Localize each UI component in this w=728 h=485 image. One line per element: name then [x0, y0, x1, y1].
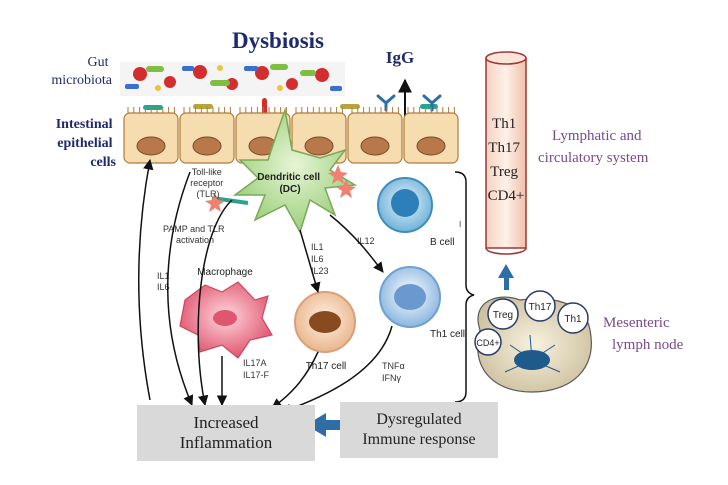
- svg-text:CD4+: CD4+: [476, 338, 499, 348]
- inflammation-line-2: Inflammation: [179, 433, 273, 452]
- svg-text:Th1 cell: Th1 cell: [430, 329, 465, 340]
- epithelial-cells: [123, 107, 459, 164]
- lymphatic-system-label: Lymphatic and circulatory system: [538, 128, 649, 166]
- th1-cell: Th1 cell: [379, 266, 465, 340]
- svg-text:Treg: Treg: [493, 310, 513, 321]
- svg-text:Macrophage: Macrophage: [197, 267, 253, 278]
- bracket: [454, 171, 475, 403]
- epithelial-cell: [123, 107, 179, 164]
- microbiota-band: [120, 62, 345, 96]
- epithelial-label: Intestinal epithelial cells: [56, 117, 117, 170]
- svg-text:Th17 cell: Th17 cell: [306, 361, 347, 372]
- tlr-label: Toll-like receptor (TLR): [190, 167, 226, 199]
- cytokine-il17: IL17A IL17-F: [243, 358, 270, 380]
- svg-text:Th17: Th17: [529, 302, 552, 313]
- tlr-receptor-icon: [205, 165, 356, 212]
- dysregulated-immune-box: Dysregulated Immune response: [340, 402, 498, 458]
- immune-to-inflammation-arrow: [306, 413, 349, 437]
- cytokine-il1-il6-il23: IL1 IL6 IL23: [311, 242, 329, 276]
- svg-text:Th1 Th17 Treg: Th1 Th17 Treg CD4+: [488, 116, 525, 204]
- gut-microbiota-label: Gut microbiota: [51, 55, 112, 88]
- lymphatic-tube: Th1 Th17 Treg CD4+: [485, 51, 527, 255]
- cytokine-tnf-ifn: TNFα IFNγ: [382, 361, 407, 383]
- b-cell: B cell: [377, 177, 454, 248]
- cytokine-il12: IL12: [357, 236, 375, 246]
- svg-text:B cell: B cell: [430, 237, 454, 248]
- inflammation-line-1: Increased: [193, 413, 259, 432]
- lymph-node: Treg Th17 Th1 CD4+: [474, 290, 592, 393]
- th17-cell: Th17 cell: [294, 291, 356, 372]
- page-title: Dysbiosis: [232, 28, 324, 53]
- increased-inflammation-box: Increased Inflammation: [137, 405, 315, 461]
- macrophage: Macrophage: [179, 267, 273, 359]
- immune-line-2: Immune response: [362, 431, 476, 448]
- svg-text:Th1: Th1: [564, 314, 582, 325]
- immune-line-1: Dysregulated: [376, 411, 462, 428]
- epithelial-cell: [403, 107, 459, 164]
- cytokine-il1-il6-left: IL1 IL6: [157, 271, 172, 292]
- epithelial-cell: [291, 107, 347, 164]
- igg-label: IgG: [386, 48, 414, 67]
- bracket-mark: I: [459, 220, 461, 229]
- svg-text:Dendritic cell (DC): Dendritic cell (DC): [257, 172, 323, 195]
- epithelial-cell: [179, 107, 235, 164]
- pamp-label: PAMP and TLR activation: [163, 224, 227, 245]
- node-to-tube-arrow: [498, 264, 514, 290]
- antibody-icon: [376, 94, 442, 112]
- lymph-node-label: Mesenteric lymph node: [603, 315, 684, 353]
- epithelial-cell: [347, 107, 403, 164]
